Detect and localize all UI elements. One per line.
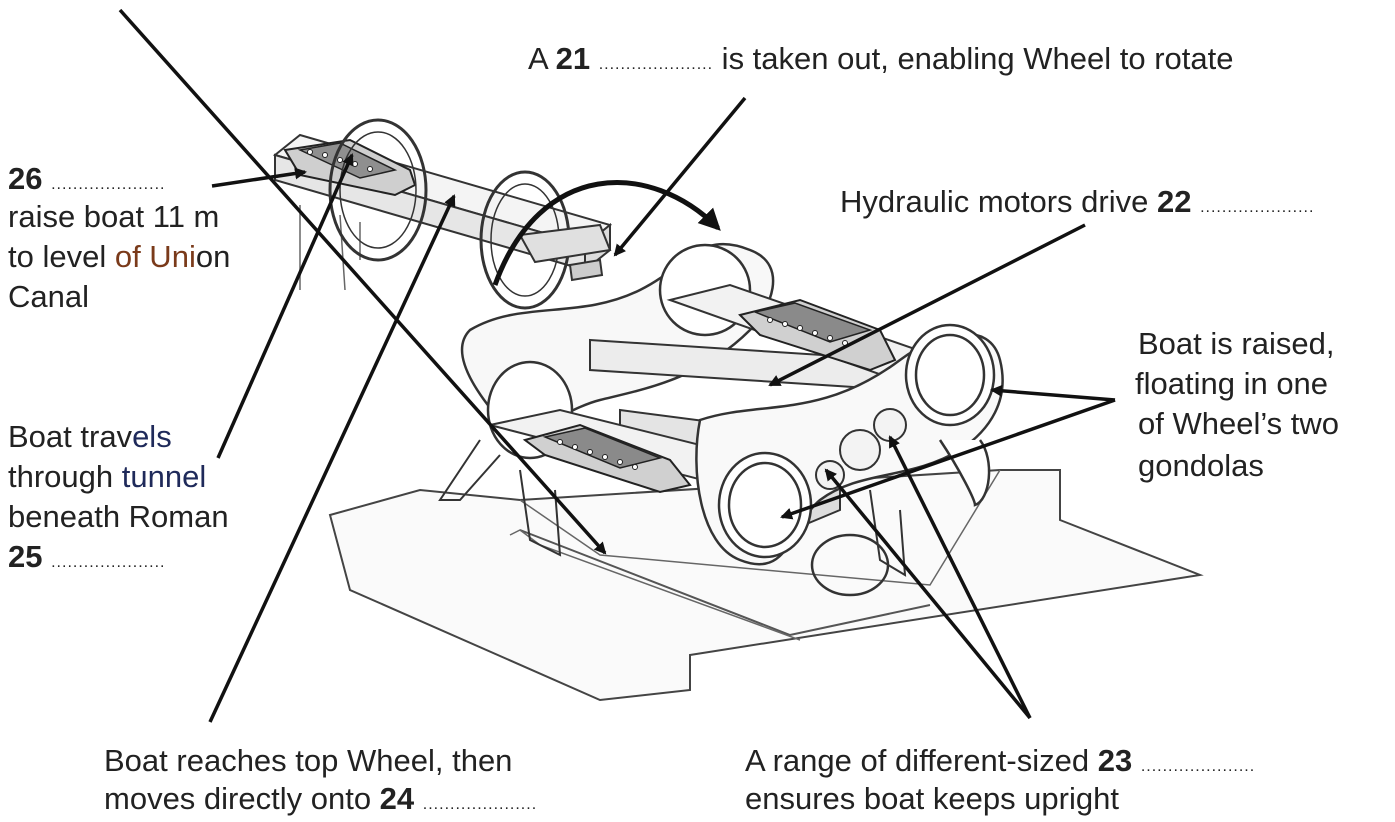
label-26-text-3a: to level bbox=[8, 239, 115, 274]
label-23-text-2: ensures boat keeps upright bbox=[745, 781, 1119, 816]
label-26-text-4: Canal bbox=[8, 279, 89, 314]
answer-gap-25: ..................... bbox=[51, 554, 166, 571]
label-24-text-2: moves directly onto bbox=[104, 781, 380, 816]
question-number-23: 23 bbox=[1097, 743, 1133, 778]
pointer-lines bbox=[118, 8, 1116, 723]
label-25-line3: beneath Roman bbox=[8, 498, 229, 535]
label-22-prefix: Hydraulic motors drive bbox=[840, 184, 1157, 219]
label-gondola: Boat is raised, bbox=[1138, 325, 1334, 362]
label-gondola-l3: of Wheel’s two bbox=[1138, 405, 1339, 442]
rotation-arrow bbox=[492, 180, 721, 286]
answer-gap-26: ..................... bbox=[51, 176, 166, 193]
label-24-text-1: Boat reaches top Wheel, then bbox=[104, 743, 513, 778]
label-26-text-2: raise boat 11 m bbox=[8, 199, 220, 234]
label-25-text-1b: els bbox=[132, 419, 172, 454]
lock-gate bbox=[518, 223, 612, 282]
label-21-prefix: A bbox=[528, 41, 556, 76]
question-number-21: 21 bbox=[555, 41, 591, 76]
label-gondola-line1: Boat is raised, bbox=[1138, 326, 1335, 361]
label-26: 26 ..................... bbox=[8, 160, 165, 203]
question-number-24: 24 bbox=[379, 781, 415, 816]
label-26-line2: raise boat 11 m bbox=[8, 198, 219, 235]
question-number-25: 25 bbox=[8, 539, 43, 574]
label-25-text-3: beneath Roman bbox=[8, 499, 229, 534]
answer-gap-21: ..................... bbox=[598, 56, 714, 73]
label-gondola-line2: floating in one bbox=[1135, 366, 1329, 401]
answer-gap-23: ..................... bbox=[1140, 758, 1256, 775]
label-25-text-1a: Boat trav bbox=[8, 419, 133, 454]
label-21: A 21 ..................... is taken out,… bbox=[528, 40, 1234, 83]
label-gondola-l2: floating in one bbox=[1135, 365, 1328, 402]
upper-boat bbox=[738, 298, 897, 372]
label-24: Boat reaches top Wheel, then bbox=[104, 742, 512, 779]
label-gondola-line3: of Wheel’s two bbox=[1138, 406, 1340, 441]
label-25-line4: 25 ..................... bbox=[8, 538, 165, 581]
label-23: A range of different-sized 23 ..........… bbox=[745, 742, 1255, 785]
label-23-text-1: A range of different-sized bbox=[745, 743, 1098, 778]
label-21-suffix: is taken out, enabling Wheel to rotate bbox=[713, 41, 1234, 76]
question-number-26: 26 bbox=[8, 161, 43, 196]
label-gondola-l4: gondolas bbox=[1138, 447, 1264, 484]
label-26-line3: to level of Union bbox=[8, 238, 230, 275]
label-26-text-3b: of Uni bbox=[114, 239, 196, 274]
label-25-text-2a: through bbox=[8, 459, 122, 494]
support-stands bbox=[438, 439, 907, 577]
base-platform bbox=[328, 469, 1204, 702]
label-23-line2: ensures boat keeps upright bbox=[745, 780, 1119, 817]
answer-gap-22: ..................... bbox=[1200, 199, 1315, 216]
label-25-text-2b: tunnel bbox=[121, 459, 207, 494]
answer-gap-24: ..................... bbox=[422, 796, 538, 813]
label-gondola-line4: gondolas bbox=[1138, 448, 1264, 483]
lower-boat bbox=[522, 423, 692, 494]
label-25-line2: through tunnel bbox=[8, 458, 206, 495]
label-26-text-3c: on bbox=[195, 239, 231, 274]
question-number-22: 22 bbox=[1156, 184, 1192, 219]
label-24-line2: moves directly onto 24 .................… bbox=[104, 780, 537, 822]
label-25: Boat travels bbox=[8, 418, 172, 455]
label-22: Hydraulic motors drive 22 ..............… bbox=[840, 183, 1314, 226]
label-26-line4: Canal bbox=[8, 278, 89, 315]
